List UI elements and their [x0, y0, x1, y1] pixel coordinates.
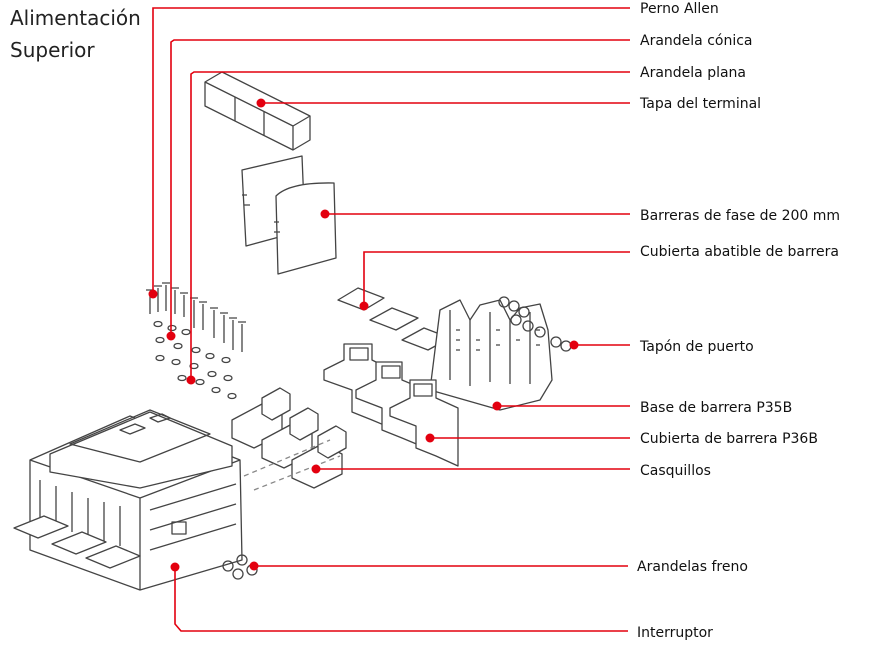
callout-perno-allen-line	[152, 7, 630, 294]
callout-cubierta-abatible-line	[363, 251, 630, 306]
callout-base-barrera-dot	[492, 401, 502, 411]
label-perno-allen: Perno Allen	[640, 1, 719, 17]
callout-arandela-plana-dot	[186, 375, 196, 385]
callout-barreras-fase-dot	[320, 209, 330, 219]
terminal-cover-part	[204, 71, 311, 151]
callout-perno-allen-dot	[148, 289, 158, 299]
callout-arandela-conica	[166, 39, 630, 341]
label-arandelas-freno: Arandelas freno	[637, 559, 748, 575]
callout-tapon-puerto	[569, 340, 630, 350]
callout-arandela-plana	[186, 71, 630, 385]
label-arandela-plana: Arandela plana	[640, 65, 747, 81]
label-tapa-terminal: Tapa del terminal	[640, 96, 762, 112]
label-casquillos: Casquillos	[640, 463, 711, 479]
hinged-covers-part	[337, 287, 451, 351]
callout-tapon-puerto-dot	[569, 340, 579, 350]
callout-casquillos-dot	[311, 464, 321, 474]
callout-barreras-fase	[320, 209, 630, 219]
callout-cubierta-barrera-dot	[425, 433, 435, 443]
callout-arandela-conica-line	[170, 39, 630, 336]
callout-tapa-terminal	[256, 98, 630, 108]
phase-barriers-part	[241, 155, 337, 275]
label-base-barrera: Base de barrera P35B	[640, 400, 793, 416]
label-barreras-fase: Barreras de fase de 200 mm	[640, 208, 841, 224]
callout-arandelas-freno-dot	[249, 561, 259, 571]
label-cubierta-abatible: Cubierta abatible de barrera	[640, 244, 839, 260]
callout-interruptor-line	[174, 567, 628, 632]
breaker-part	[13, 409, 243, 591]
callout-casquillos	[311, 464, 630, 474]
label-interruptor: Interruptor	[637, 625, 713, 641]
lock-washers-part	[222, 554, 258, 580]
washers-part	[153, 320, 237, 400]
callout-cubierta-abatible-dot	[359, 301, 369, 311]
callout-arandela-plana-line	[190, 71, 630, 380]
callout-base-barrera	[492, 401, 630, 411]
barrier-cover-part	[323, 343, 459, 467]
callout-interruptor	[170, 562, 628, 632]
callout-cubierta-abatible	[359, 251, 630, 311]
page-title-line1: Alimentación	[10, 6, 141, 30]
bushings-part	[231, 387, 347, 489]
callout-interruptor-dot	[170, 562, 180, 572]
barrier-base-part	[429, 299, 553, 411]
callout-cubierta-barrera	[425, 433, 630, 443]
callout-perno-allen	[148, 7, 630, 299]
callout-tapa-terminal-dot	[256, 98, 266, 108]
page-title-line2: Superior	[10, 38, 95, 62]
callout-arandela-conica-dot	[166, 331, 176, 341]
label-cubierta-barrera: Cubierta de barrera P36B	[640, 431, 818, 447]
label-tapon-puerto: Tapón de puerto	[640, 339, 754, 355]
callout-arandelas-freno	[249, 561, 628, 571]
bolts-part	[146, 282, 246, 352]
label-arandela-conica: Arandela cónica	[640, 33, 753, 49]
